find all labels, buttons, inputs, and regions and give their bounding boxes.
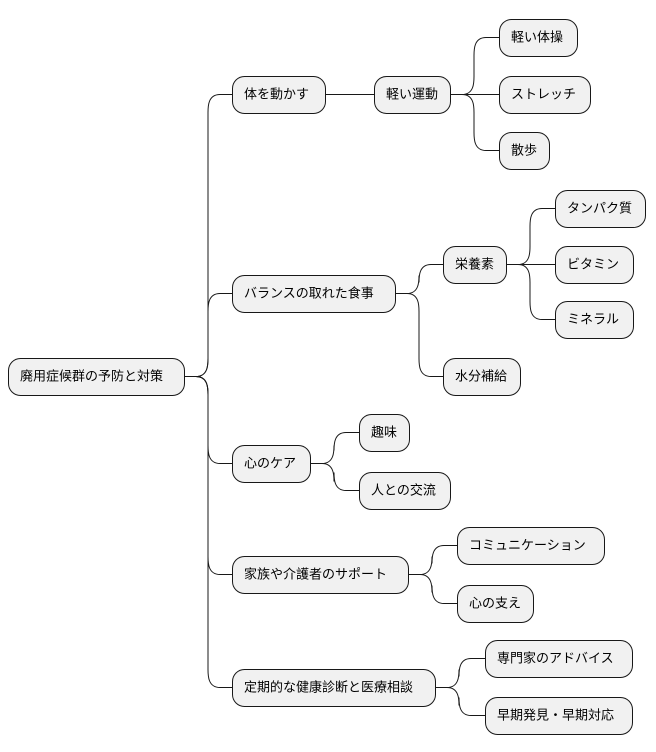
node-box — [457, 527, 605, 565]
connector-branches-4-label — [184, 376, 232, 688]
node-box — [555, 190, 646, 228]
node-branches-1-children-0-children-1: ビタミン — [555, 246, 634, 284]
connector-branches-3-children-0-label — [408, 545, 457, 575]
connector-branches-4-children-0-label — [435, 658, 485, 688]
node-branches-3-children-0-label: コミュニケーション — [457, 527, 605, 565]
node-branches-3-label: 家族や介護者のサポート — [232, 556, 409, 594]
node-label: タンパク質 — [567, 202, 632, 217]
mind-map-connectors — [184, 37, 555, 716]
node-branches-1-children-0-children-2: ミネラル — [555, 301, 634, 339]
node-box — [359, 472, 451, 510]
node-box — [232, 556, 409, 594]
node-label: 廃用症候群の予防と対策 — [20, 369, 163, 385]
node-root: 廃用症候群の予防と対策 — [8, 358, 185, 396]
connector-branches-4-children-1-label — [435, 687, 485, 716]
node-branches-0-label: 体を動かす — [232, 76, 326, 114]
connector-branches-1-children-0-children-2 — [506, 264, 555, 320]
node-branches-2-label: 心のケア — [232, 445, 311, 483]
node-label: 人との交流 — [371, 483, 436, 499]
node-box — [499, 76, 591, 114]
connector-branches-1-children-1-label — [395, 293, 443, 377]
node-label: コミュニケーション — [469, 539, 586, 554]
connector-branches-3-children-1-label — [408, 574, 457, 604]
node-label: ストレッチ — [511, 88, 576, 103]
node-box — [555, 301, 634, 339]
node-branches-1-label: バランスの取れた食事 — [232, 275, 396, 313]
node-branches-2-children-1-label: 人との交流 — [359, 472, 451, 510]
node-box — [499, 19, 578, 57]
connector-branches-1-children-0-children-0 — [506, 208, 555, 265]
node-box — [232, 275, 396, 313]
node-box — [555, 246, 634, 284]
node-label: 心の支え — [469, 597, 521, 612]
node-branches-0-children-0-children-2: 散歩 — [499, 132, 550, 170]
node-box — [232, 669, 436, 707]
node-label: 水分補給 — [455, 370, 507, 385]
node-box — [443, 246, 507, 284]
connector-branches-2-children-0-label — [310, 432, 359, 464]
node-branches-4-label: 定期的な健康診断と医療相談 — [232, 669, 436, 707]
node-branches-1-children-0-children-0: タンパク質 — [555, 190, 646, 228]
node-branches-1-children-0-label: 栄養素 — [443, 246, 507, 284]
node-branches-4-children-0-label: 専門家のアドバイス — [485, 640, 633, 678]
mind-map-nodes: 廃用症候群の予防と対策 体を動かす 軽い運動 軽い体操ストレッチ散歩バランスの取れた食… — [8, 19, 646, 735]
node-label: 軽い運動 — [386, 88, 438, 103]
node-label: 早期発見・早期対応 — [497, 709, 614, 724]
node-box — [232, 76, 326, 114]
connector-branches-1-children-0-label — [395, 264, 443, 294]
node-label: 散歩 — [511, 144, 537, 159]
node-label: ビタミン — [567, 258, 619, 273]
node-label: 体を動かす — [244, 88, 309, 103]
node-label: 趣味 — [371, 426, 397, 441]
node-label: 軽い体操 — [511, 30, 563, 46]
node-branches-0-children-0-children-1: ストレッチ — [499, 76, 591, 114]
node-box — [485, 640, 633, 678]
connector-branches-2-children-1-label — [310, 463, 359, 491]
node-branches-0-children-0-children-0: 軽い体操 — [499, 19, 578, 57]
node-label: 栄養素 — [455, 257, 494, 273]
node-branches-4-children-1-label: 早期発見・早期対応 — [485, 697, 633, 735]
node-label: ミネラル — [567, 313, 619, 328]
connector-branches-1-label — [184, 293, 232, 377]
node-box — [359, 414, 410, 452]
node-branches-2-children-0-label: 趣味 — [359, 414, 410, 452]
node-label: 心のケア — [244, 457, 296, 472]
node-box — [232, 445, 311, 483]
node-box — [8, 358, 185, 396]
node-box — [485, 697, 633, 735]
node-label: 専門家のアドバイス — [497, 651, 614, 667]
node-label: バランスの取れた食事 — [244, 286, 374, 302]
node-box — [443, 358, 521, 396]
node-box — [499, 132, 550, 170]
node-box — [374, 76, 451, 114]
node-label: 定期的な健康診断と医療相談 — [244, 680, 413, 696]
connector-branches-0-children-0-children-0 — [450, 37, 499, 95]
connector-branches-0-children-0-children-2 — [450, 94, 499, 151]
node-box — [457, 585, 534, 623]
node-branches-0-children-0-label: 軽い運動 — [374, 76, 451, 114]
node-branches-3-children-1-label: 心の支え — [457, 585, 534, 623]
node-label: 家族や介護者のサポート — [244, 567, 387, 583]
node-branches-1-children-1-label: 水分補給 — [443, 358, 521, 396]
